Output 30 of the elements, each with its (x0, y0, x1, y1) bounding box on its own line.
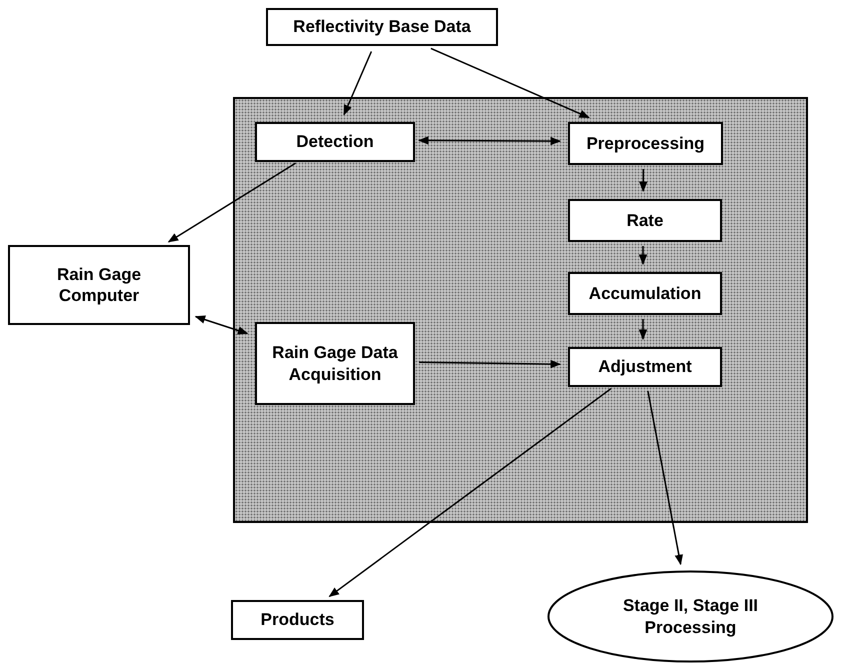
node-label: Rain Gage Data Acquisition (271, 342, 399, 385)
process-box (8, 245, 190, 325)
process-box (231, 600, 364, 640)
arrow (647, 390, 683, 566)
node-label: Reflectivity Base Data (292, 16, 472, 38)
node-label: Preprocessing (585, 132, 706, 154)
arrow (418, 360, 562, 368)
node-label: Adjustment (597, 356, 693, 378)
node-label: Stage II, Stage III Processing (622, 595, 760, 638)
arrow (638, 319, 648, 340)
process-box (568, 347, 722, 387)
process-box (568, 199, 722, 242)
arrow (194, 316, 248, 335)
node-label: Accumulation (588, 282, 702, 304)
node-label: Rain Gage Computer (56, 264, 142, 306)
arrow (430, 48, 590, 118)
node-label: Detection (295, 131, 375, 153)
process-box (266, 8, 498, 46)
arrow (639, 169, 648, 192)
process-box (568, 122, 723, 165)
shaded-panel (233, 97, 808, 523)
node-label: Products (260, 609, 336, 631)
process-box (568, 272, 722, 315)
arrow (638, 246, 648, 266)
arrow (418, 136, 562, 146)
process-ellipse (547, 570, 834, 663)
node-label: Rate (626, 210, 664, 232)
process-box (255, 122, 415, 162)
arrow (343, 51, 372, 116)
process-box (255, 322, 415, 405)
